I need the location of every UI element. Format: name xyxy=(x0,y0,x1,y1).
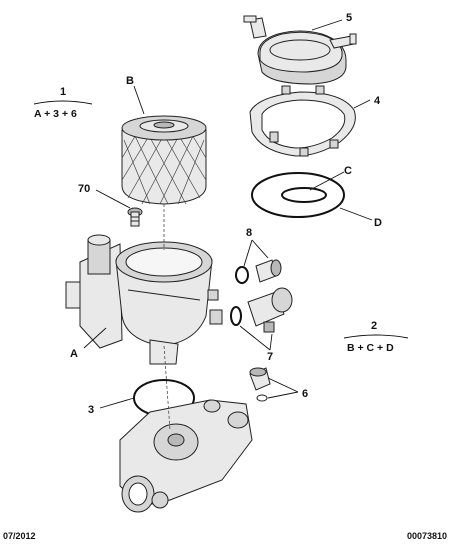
part-a-filter-housing xyxy=(65,234,223,365)
callout-8: 8 xyxy=(246,227,252,239)
part-b-filter-cartridge xyxy=(121,115,207,205)
leader-lines xyxy=(83,19,373,409)
callout-2-bracket xyxy=(343,334,409,339)
callout-d: D xyxy=(374,217,382,229)
callout-1-bracket xyxy=(33,100,93,105)
part-5-cover xyxy=(243,15,357,85)
callout-5: 5 xyxy=(346,12,352,24)
callout-2: 2 xyxy=(371,320,377,332)
callout-c: C xyxy=(344,165,352,177)
callout-2-formula: B + C + D xyxy=(347,342,394,354)
part-4-clamp-ring xyxy=(249,85,356,157)
part-70-bleed-screw xyxy=(127,207,143,227)
callout-1: 1 xyxy=(60,86,66,98)
footer-date: 07/2012 xyxy=(3,531,36,541)
part-7-sensor xyxy=(230,287,293,333)
footer-reference: 00073810 xyxy=(407,531,447,541)
callout-7: 7 xyxy=(267,351,273,363)
part-d-seal xyxy=(251,172,345,218)
callout-4: 4 xyxy=(374,95,381,107)
callout-3: 3 xyxy=(88,404,94,416)
base-bracket xyxy=(119,399,253,513)
part-8-fitting xyxy=(235,259,282,284)
part-6-screw xyxy=(249,367,271,402)
callout-b: B xyxy=(126,75,134,87)
callout-1-formula: A + 3 + 6 xyxy=(34,108,77,120)
callout-a: A xyxy=(70,348,78,360)
callout-70: 70 xyxy=(78,183,90,195)
part-c-seal xyxy=(281,187,327,203)
callout-6: 6 xyxy=(302,388,308,400)
alignment-lines xyxy=(163,204,171,431)
